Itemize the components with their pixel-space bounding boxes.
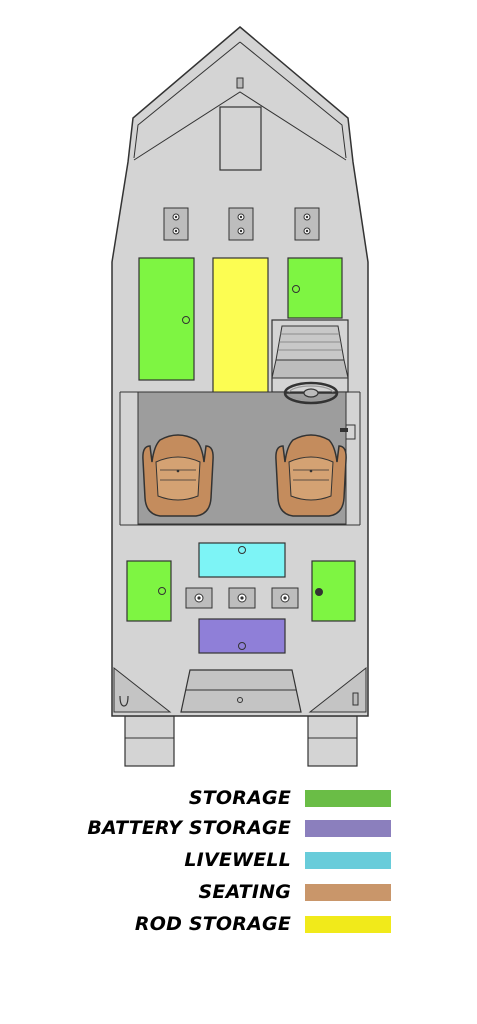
steering-console bbox=[271, 319, 349, 393]
throttle-icon bbox=[340, 424, 356, 440]
legend-swatch bbox=[305, 852, 391, 869]
storage-compartment-port-front bbox=[138, 257, 195, 381]
port-drain-plug-icon bbox=[119, 695, 129, 707]
legend-swatch bbox=[305, 790, 391, 807]
steering-wheel-icon bbox=[283, 381, 339, 405]
legend-item: STORAGE bbox=[0, 785, 477, 811]
storage-compartment-starboard-front bbox=[287, 257, 343, 319]
legend-swatch bbox=[305, 916, 391, 933]
seat-base-2 bbox=[228, 207, 254, 241]
legend-swatch bbox=[305, 820, 391, 837]
transom-well bbox=[180, 669, 302, 713]
front-deck-edge bbox=[133, 91, 347, 161]
port-engine-pod bbox=[124, 715, 175, 767]
storage-compartment-port-rear bbox=[126, 560, 172, 622]
rear-seat-base-1 bbox=[185, 587, 213, 609]
legend-label: LIVEWELL bbox=[184, 849, 291, 871]
starboard-cleat-icon bbox=[352, 692, 359, 706]
seat-base-3 bbox=[294, 207, 320, 241]
livewell bbox=[198, 542, 286, 578]
battery-storage-compartment bbox=[198, 618, 286, 654]
starboard-engine-pod bbox=[307, 715, 358, 767]
bow-deck-line bbox=[133, 41, 347, 159]
rod-storage-locker bbox=[212, 257, 269, 394]
legend-item: ROD STORAGE bbox=[0, 911, 477, 937]
legend-label: BATTERY STORAGE bbox=[87, 817, 291, 839]
legend-label: SEATING bbox=[198, 881, 291, 903]
boat-layout-diagram bbox=[111, 26, 369, 767]
rear-seat-base-2 bbox=[228, 587, 256, 609]
legend-item: SEATING bbox=[0, 879, 477, 905]
anchor-locker-hatch bbox=[219, 106, 262, 171]
seat-base-1 bbox=[163, 207, 189, 241]
legend-item: BATTERY STORAGE bbox=[0, 815, 477, 841]
helm-seat bbox=[275, 434, 347, 517]
legend-label: STORAGE bbox=[188, 787, 291, 809]
bow-cleat bbox=[236, 77, 244, 89]
rear-seat-base-3 bbox=[271, 587, 299, 609]
legend-item: LIVEWELL bbox=[0, 847, 477, 873]
starboard-rear-corner bbox=[308, 666, 367, 713]
legend-label: ROD STORAGE bbox=[134, 913, 291, 935]
legend-swatch bbox=[305, 884, 391, 901]
passenger-seat bbox=[142, 434, 214, 517]
